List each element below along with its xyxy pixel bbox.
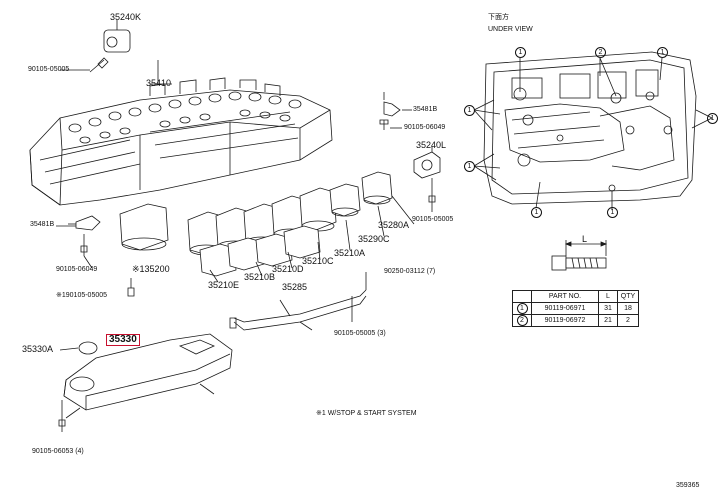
under-view-jp-label: 下面方 [488, 14, 509, 21]
label-35210d: 35210D [272, 264, 304, 274]
o-ring-35330a [78, 341, 98, 355]
header-blank [512, 290, 532, 303]
solenoid-35240l [413, 146, 441, 212]
label-90105-05005-a: 90105-05005 [28, 66, 70, 73]
label-90105-05005-c: 90105-05005 (3) [334, 330, 386, 337]
label-90105-06053: 90105-06053 (4) [32, 448, 84, 455]
label-35410: 35410 [146, 78, 172, 88]
table-header-row: PART NO. L QTY [512, 290, 639, 303]
label-90105-06049-a: 90105-06049 [404, 124, 446, 131]
callout-marker-1-topright: 1 [657, 46, 668, 58]
label-35285: 35285 [282, 282, 308, 292]
label-35481b-upper: 35481B [413, 106, 438, 113]
callout-marker-1-bottom-right: 1 [607, 206, 618, 218]
label-35240k: 35240K [110, 12, 142, 22]
label-190105-05005: ※190105-05005 [56, 292, 108, 299]
callout-marker-2-top: 2 [595, 46, 606, 58]
callout-marker-1-bottom: 1 [531, 206, 542, 218]
label-135200: ※135200 [132, 264, 170, 274]
label-35280a: 35280A [378, 220, 410, 230]
label-90250-03112: 90250-03112 (7) [384, 268, 436, 275]
label-35210e: 35210E [208, 280, 240, 290]
callout-marker-1-right: 1 [707, 112, 718, 124]
label-90105-06049-b: 90105-06049 [56, 266, 98, 273]
under-view-valve-body [483, 51, 697, 205]
label-35481b-left: 35481B [30, 221, 55, 228]
row-l: 21 [598, 314, 618, 327]
label-35240l: 35240L [416, 140, 447, 150]
row-marker: 1 [512, 302, 532, 315]
bolt-190105 [127, 278, 135, 297]
under-view-label: UNDER VIEW [488, 26, 533, 33]
solenoid-row [119, 171, 393, 277]
row-qty: 18 [617, 302, 639, 315]
table-row: 1 90119-06971 31 18 [512, 302, 639, 315]
label-35330-highlighted[interactable]: 35330 [106, 334, 140, 346]
header-part-no: PART NO. [531, 290, 599, 303]
callout-marker-1-left-lower: 1 [464, 160, 475, 172]
bracket-35481b-left [68, 215, 101, 256]
valve-body-35410 [29, 60, 333, 206]
header-qty: QTY [617, 290, 639, 303]
row-part-no[interactable]: 90119-06972 [531, 314, 599, 327]
label-35290c: 35290C [358, 234, 390, 244]
leader-lines [56, 69, 415, 351]
drawing-id: 359365 [676, 482, 700, 489]
row-l: 31 [598, 302, 618, 315]
row-part-no[interactable]: 90119-06971 [531, 302, 599, 315]
row-qty: 2 [617, 314, 639, 327]
bolt-spec-table: PART NO. L QTY 1 90119-06971 31 18 2 901… [512, 290, 639, 327]
header-l: L [598, 290, 618, 303]
length-label: L [582, 234, 588, 244]
callout-marker-1-top: 1 [515, 46, 526, 58]
bolt-length-illustration [551, 240, 608, 271]
label-35210b: 35210B [244, 272, 276, 282]
label-90105-05005-b: 90105-05005 [412, 216, 454, 223]
bracket-35481b-upper [379, 92, 412, 130]
label-35210a: 35210A [334, 248, 366, 258]
label-35210c: 35210C [302, 256, 334, 266]
footnote: ※1 W/STOP & START SYSTEM [316, 410, 417, 417]
row-marker: 2 [512, 314, 532, 327]
label-35330a: 35330A [22, 344, 54, 354]
oil-strainer-35330 [58, 333, 233, 432]
solenoid-35240k [89, 20, 131, 73]
table-row: 2 90119-06972 21 2 [512, 314, 639, 327]
callout-marker-1-left: 1 [464, 104, 475, 116]
